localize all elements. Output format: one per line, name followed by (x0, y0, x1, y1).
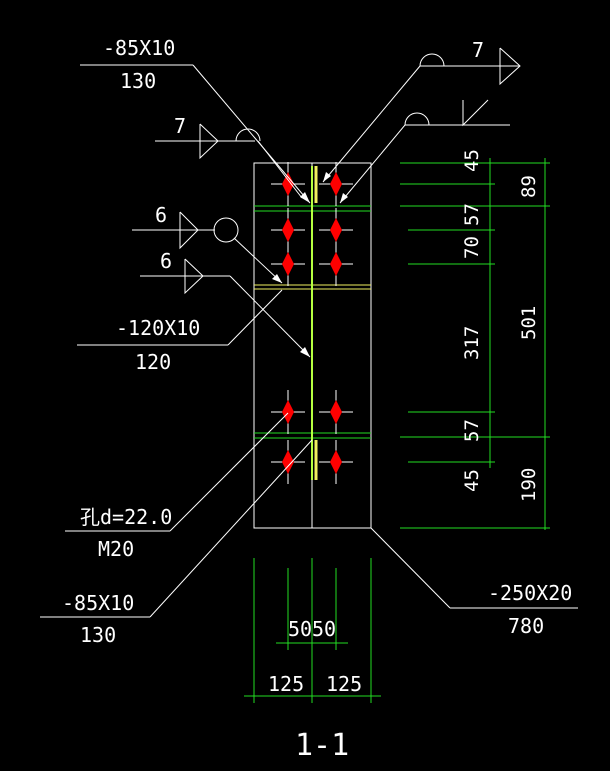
dim-70: 70 (461, 236, 483, 259)
plate-bot-spec: -85X10 (62, 591, 134, 615)
weld-flag (199, 123, 219, 160)
plate-mid-spec: -120X10 (116, 316, 200, 340)
bolt-group (271, 162, 353, 484)
dim-125-right: 125 (326, 672, 362, 696)
dim-190: 190 (518, 468, 540, 502)
weld-flag (184, 258, 204, 295)
weld-top-left: 7 (174, 114, 186, 138)
dim-45-top: 45 (461, 149, 483, 172)
leader-line (233, 237, 283, 284)
weld-circle (404, 112, 430, 126)
leader-line (322, 65, 421, 183)
bolt-marker (330, 218, 342, 242)
dim-57-bot: 57 (461, 419, 483, 442)
plate-top-len: 130 (120, 69, 156, 93)
bolt-marker (330, 400, 342, 424)
bolt-marker (282, 172, 294, 196)
weld-flag (499, 47, 521, 86)
bolt-marker (282, 218, 294, 242)
leader-line (257, 140, 303, 199)
dim-57-top: 57 (461, 203, 483, 226)
bolt-marker (330, 172, 342, 196)
weld-circle (213, 217, 239, 243)
section-title: 1-1 (295, 728, 349, 763)
arrow-head (272, 274, 282, 283)
weld-circle (235, 128, 261, 142)
dim-125-left: 125 (268, 672, 304, 696)
leader-line (192, 64, 311, 204)
dim-317: 317 (461, 326, 483, 360)
bottom-dimensions: 50 50 125 125 (244, 558, 381, 703)
plate-top-spec: -85X10 (103, 36, 175, 60)
bolt-marker (330, 450, 342, 474)
arrow-head (323, 172, 331, 182)
plate-main-len: 780 (508, 614, 544, 638)
weld-circle (419, 53, 445, 67)
bolt-marker (282, 450, 294, 474)
plate-main-spec: -250X20 (488, 581, 572, 605)
weld-mid-a: 6 (155, 203, 167, 227)
leader-line (229, 275, 311, 358)
leader-line (149, 439, 313, 618)
leader-line (169, 412, 289, 532)
dim-89: 89 (518, 175, 540, 198)
plate-mid-len: 120 (135, 350, 171, 374)
weld-mid-b: 6 (160, 249, 172, 273)
bolt-marker (282, 400, 294, 424)
dim-50-left: 50 (288, 617, 312, 641)
dim-50-right: 50 (312, 617, 336, 641)
bolt-marker (282, 252, 294, 276)
arrow-head (340, 193, 348, 203)
dim-45-bot: 45 (461, 469, 483, 492)
dim-501: 501 (518, 306, 540, 340)
leader-line (370, 527, 451, 609)
hole-spec: 孔d=22.0 (80, 505, 172, 529)
weld-top-right: 7 (472, 38, 484, 62)
right-dimensions: 45 57 70 317 57 45 89 501 190 (400, 149, 550, 530)
arrow-head (300, 347, 310, 357)
leader-line (339, 124, 406, 204)
leader-line (227, 289, 283, 346)
arrow-head (300, 192, 310, 203)
bolt-spec: M20 (98, 537, 134, 561)
weld-flag (462, 99, 489, 127)
plate-bot-len: 130 (80, 623, 116, 647)
bolt-marker (330, 252, 342, 276)
weld-flag (179, 211, 199, 250)
